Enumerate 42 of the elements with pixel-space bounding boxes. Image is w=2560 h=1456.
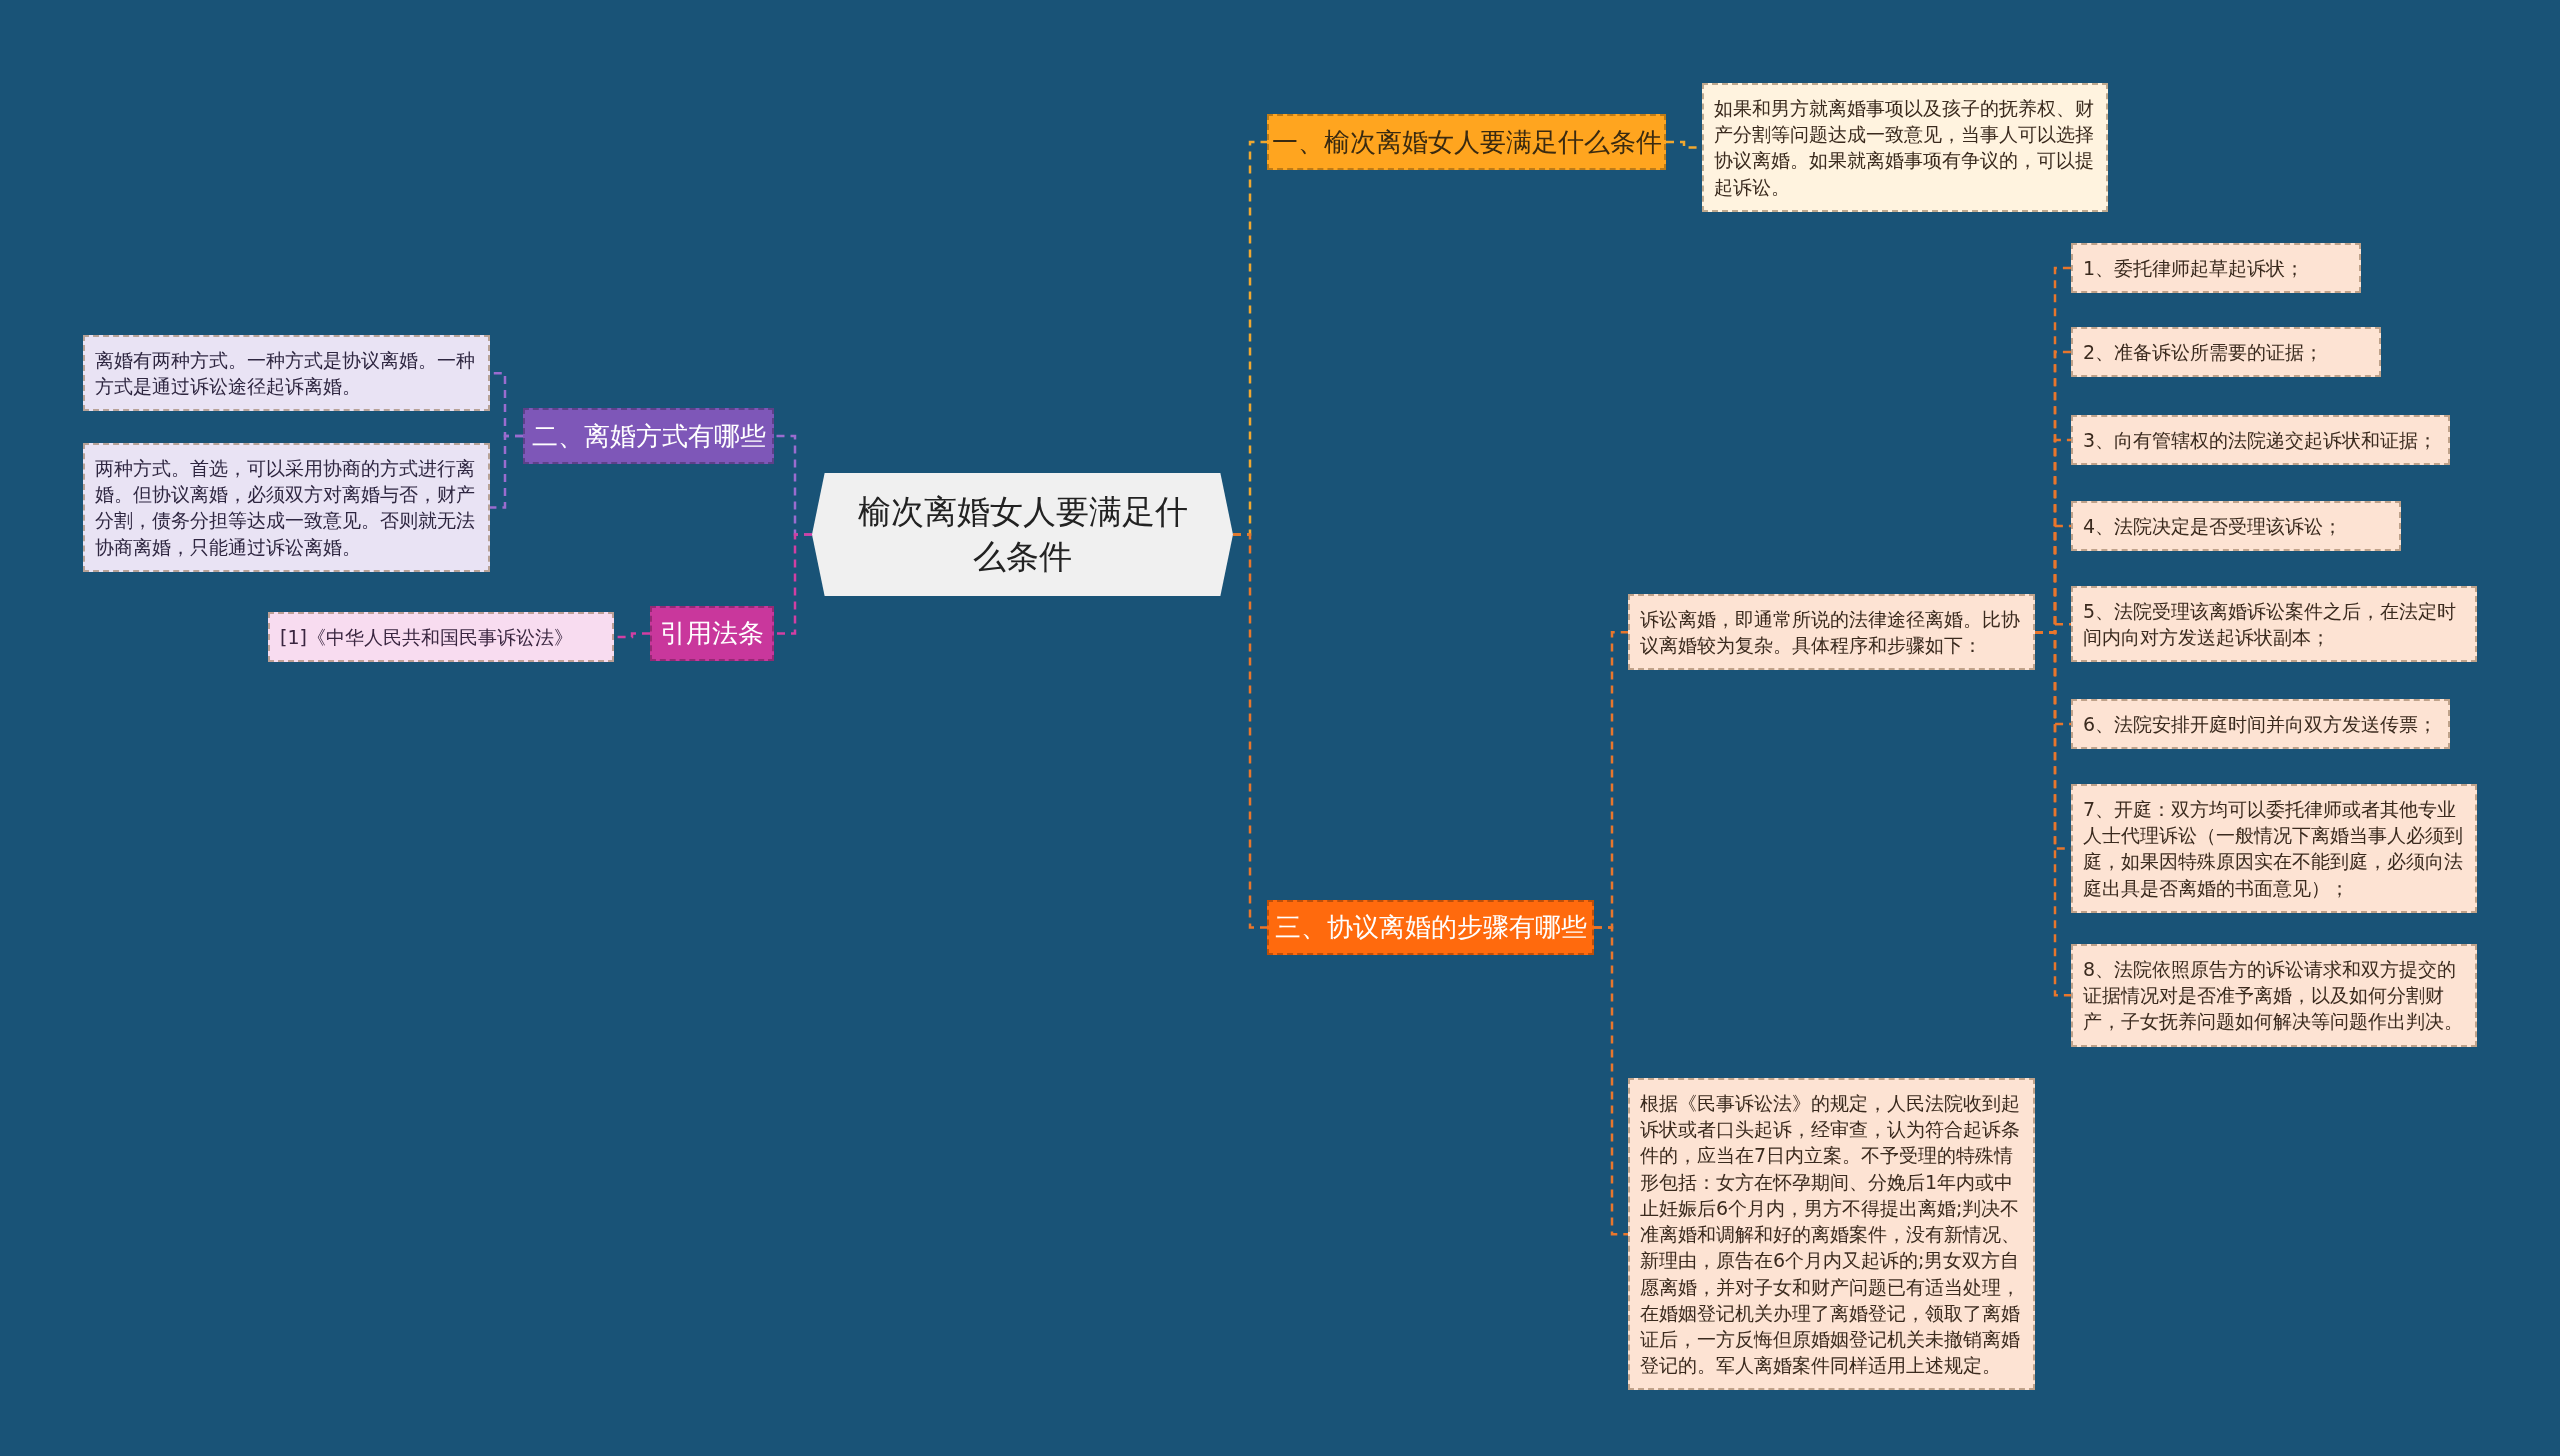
note-text: 4、法院决定是否受理该诉讼； [2083,514,2343,539]
note-box [1628,594,2035,671]
topic-label: 引用法条 [660,617,764,650]
connector-line [490,434,523,509]
note-text: 根据《民事诉讼法》的规定，人民法院收到起诉状或者口头起诉，经审查，认为符合起诉条件的，应当在7日内立案。不予受理的特殊情形包括：女方在怀孕期间、分娩后1年内或中止妊娠后6个月内，男方不得提出离婚;判决不准离婚和调解和好的离婚案件，没有新情况、新理由，原告在6个月内又起诉的;男女双方自愿离婚，并对子女和财产问题已有适当处理，在婚姻登记机关办理了离婚登记，领取了离婚证后，一方反悔但原婚姻登记机关未撤销离婚登记的。军人离婚案件同样适用上述规定。 [1640,1091,2021,1379]
note-text: 离婚有两种方式。一种方式是协议离婚。一种方式是通过诉讼途径起诉离婚。 [95,348,476,400]
connector-line [1594,926,1628,1236]
note-box [1702,83,2108,212]
topic-box [1267,114,1666,170]
connector-line [2035,630,2071,997]
note-text: 3、向有管辖权的法院递交起诉状和证据； [2083,428,2438,453]
note-box [2071,501,2401,552]
note-box [2071,784,2477,913]
note-text: 如果和男方就离婚事项以及孩子的抚养权、财产分割等问题达成一致意见，当事人可以选择协议离婚。如果就离婚事项有争议的，可以提起诉讼。 [1714,96,2095,200]
note-box [83,335,490,412]
note-box [83,443,490,572]
note-box [2071,586,2477,663]
note-text: 两种方式。首选，可以采用协商的方式进行离婚。但协议离婚，必须双方对离婚与否，财产分割，债务分担等达成一致意见。否则就无法协商离婚，只能通过诉讼离婚。 [95,456,476,560]
topic-box [1267,900,1594,955]
topic-label: 一、榆次离婚女人要满足什么条件 [1271,125,1662,159]
note-text: 7、开庭：双方均可以委托律师或者其他专业人士代理诉讼（一般情况下离婚当事人必须到庭，如果因特殊原因实在不能到庭，必须向法庭出具是否离婚的书面意见）； [2083,797,2464,901]
topic-label: 三、协议离婚的步骤有哪些 [1274,911,1587,944]
note-text: 8、法院依照原告方的诉讼请求和双方提交的证据情况对是否准予离婚，以及如何分割财产，子女抚养问题如何解决等问题作出判决。 [2083,957,2464,1035]
topic-label: 二、离婚方式有哪些 [531,419,766,453]
topic-box [523,408,774,464]
note-text: 2、准备诉讼所需要的证据； [2083,340,2324,365]
note-box [2071,327,2381,378]
note-text: 5、法院受理该离婚诉讼案件之后，在法定时间内向对方发送起诉状副本； [2083,599,2458,651]
connector-line [1233,533,1267,929]
connector-line [774,533,812,635]
topic-box [650,606,774,661]
note-box [2071,944,2477,1047]
note-text: 1、委托律师起草起诉状； [2083,256,2305,281]
note-box [268,612,614,663]
central-topic [812,473,1233,596]
note-box [2071,243,2361,294]
note-text: [1]《中华人民共和国民事诉讼法》 [280,625,573,650]
note-text: 诉讼离婚，即通常所说的法律途径离婚。比协议离婚较为复杂。具体程序和步骤如下： [1640,607,2021,659]
note-box [2071,699,2450,750]
note-box [2071,415,2450,466]
note-text: 6、法院安排开庭时间并向双方发送传票； [2083,712,2438,737]
topic-title: 榆次离婚女人要满足什么条件 [856,490,1189,578]
